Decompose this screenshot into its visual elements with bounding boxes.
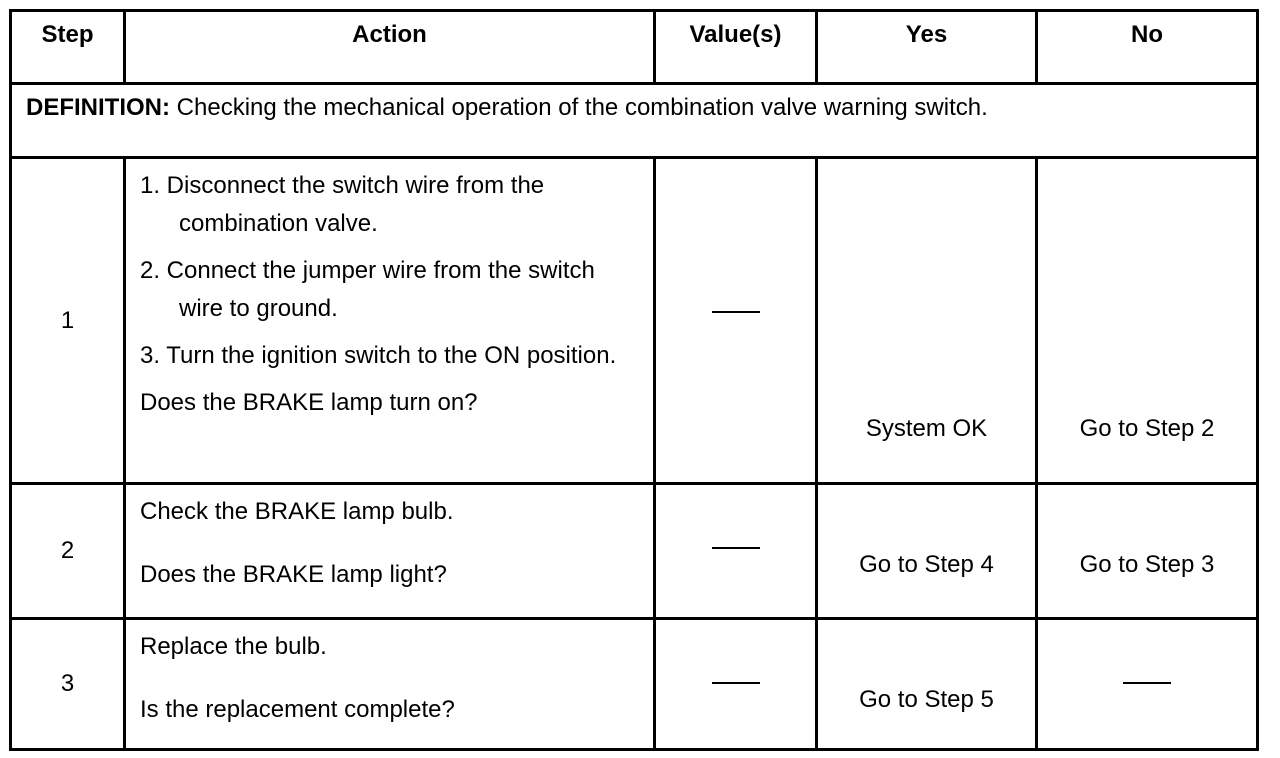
no-result: Go to Step 3 [1079,551,1215,578]
definition-row: DEFINITION: Checking the mechanical oper… [9,82,1259,159]
yes-result: System OK [865,415,988,442]
header-no: No [1035,9,1259,85]
yes-result: Go to Step 4 [859,551,994,578]
header-action: Action [123,9,656,85]
header-values: Value(s) [653,9,818,85]
value-cell [653,156,818,485]
table-row-step-2: 2 Check the BRAKE lamp bulb. Does the BR… [9,482,1259,620]
action-step: 3. Turn the ignition switch to the ON po… [140,342,617,369]
action-line: Replace the bulb. [140,633,327,660]
action-step: 1. Disconnect the switch wire from the c… [140,172,545,237]
action-steps-list: 1. Disconnect the switch wire from the c… [140,167,643,375]
no-dash [1123,682,1171,684]
value-cell [653,482,818,620]
table-row-step-3: 3 Replace the bulb. Is the replacement c… [9,617,1259,751]
value-dash [711,311,760,313]
action-line: Check the BRAKE lamp bulb. [140,498,454,525]
action-cell: Replace the bulb. Is the replacement com… [123,617,656,751]
action-question: Does the BRAKE lamp light? [140,561,447,588]
action-cell: 1. Disconnect the switch wire from the c… [123,156,656,485]
yes-result: Go to Step 5 [859,686,994,713]
diagnostic-table: Step Action Value(s) Yes No DEFINITION: … [9,9,1259,751]
value-dash [711,547,760,549]
value-cell [653,617,818,751]
action-question: Does the BRAKE lamp turn on? [140,389,478,416]
definition-term: DEFINITION: [26,94,170,121]
definition-text: Checking the mechanical operation of the… [170,94,988,121]
step-number: 1 [9,156,126,485]
header-step: Step [9,9,126,85]
action-question: Is the replacement complete? [140,696,455,723]
header-yes: Yes [815,9,1038,85]
yes-cell: Go to Step 5 [815,617,1038,751]
value-dash [711,682,760,684]
step-number: 2 [9,482,126,620]
no-cell [1035,617,1259,751]
header-row: Step Action Value(s) Yes No [9,9,1259,85]
action-step: 2. Connect the jumper wire from the swit… [140,257,595,322]
definition-cell: DEFINITION: Checking the mechanical oper… [9,82,1259,159]
no-result: Go to Step 2 [1079,415,1215,442]
action-cell: Check the BRAKE lamp bulb. Does the BRAK… [123,482,656,620]
yes-cell: System OK [815,156,1038,485]
table-row-step-1: 1 1. Disconnect the switch wire from the… [9,156,1259,485]
step-number: 3 [9,617,126,751]
no-cell: Go to Step 3 [1035,482,1259,620]
no-cell: Go to Step 2 [1035,156,1259,485]
yes-cell: Go to Step 4 [815,482,1038,620]
